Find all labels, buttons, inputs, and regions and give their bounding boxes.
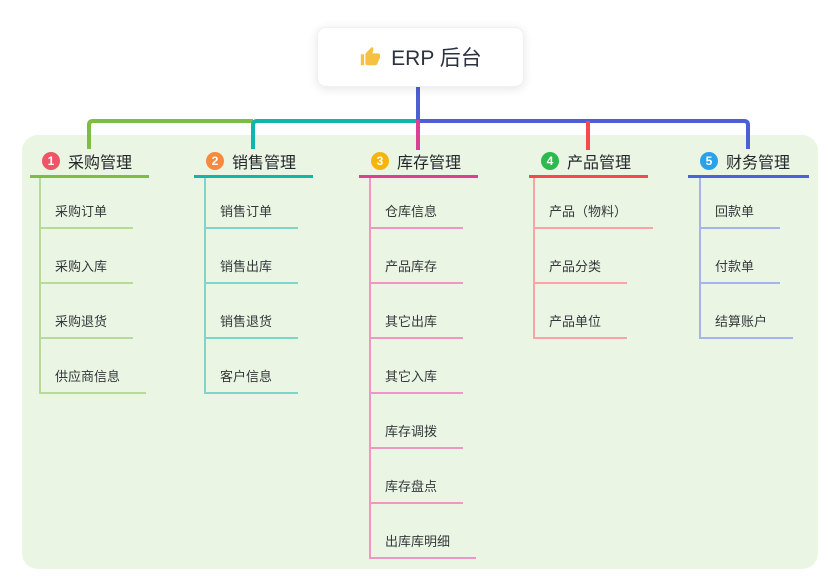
child-node[interactable]: 产品库存 [370, 258, 464, 284]
branch-label: 采购管理 [68, 154, 133, 172]
child-node[interactable]: 结算账户 [700, 313, 794, 339]
child-node[interactable]: 回款单 [700, 203, 781, 229]
child-node[interactable]: 产品（物料） [534, 203, 654, 229]
child-node[interactable]: 采购入库 [40, 258, 134, 284]
child-node[interactable]: 销售退货 [205, 313, 299, 339]
branch-head-2[interactable]: 2 销售管理 [194, 146, 313, 178]
child-node[interactable]: 采购订单 [40, 203, 134, 229]
root-node[interactable]: ERP 后台 [317, 27, 524, 87]
branch-head-1[interactable]: 1 采购管理 [30, 146, 149, 178]
child-node[interactable]: 其它入库 [370, 368, 464, 394]
branches-panel [22, 135, 818, 569]
branch-head-4[interactable]: 4 产品管理 [529, 146, 648, 178]
child-node[interactable]: 供应商信息 [40, 368, 147, 394]
child-node[interactable]: 付款单 [700, 258, 781, 284]
branch-children-connector [369, 177, 371, 559]
branch-children-connector [699, 177, 701, 339]
child-node[interactable]: 其它出库 [370, 313, 464, 339]
child-node[interactable]: 库存盘点 [370, 478, 464, 504]
child-node[interactable]: 销售订单 [205, 203, 299, 229]
branch-label: 财务管理 [726, 154, 791, 172]
child-node[interactable]: 产品单位 [534, 313, 628, 339]
branch-label: 销售管理 [232, 154, 297, 172]
branch-children-connector [204, 177, 206, 394]
branch-number-badge: 4 [541, 151, 559, 170]
branch-number-badge: 2 [206, 151, 224, 170]
child-node[interactable]: 产品分类 [534, 258, 628, 284]
child-node[interactable]: 出库库明细 [370, 533, 477, 559]
thumbs-up-icon [359, 46, 381, 68]
branch-number-badge: 3 [371, 151, 389, 170]
branch-label: 库存管理 [397, 154, 462, 172]
child-node[interactable]: 采购退货 [40, 313, 134, 339]
branch-number-badge: 1 [42, 151, 60, 170]
branch-head-3[interactable]: 3 库存管理 [359, 146, 478, 178]
branch-head-5[interactable]: 5 财务管理 [688, 146, 809, 178]
branch-number-badge: 5 [700, 151, 718, 170]
child-node[interactable]: 库存调拨 [370, 423, 464, 449]
child-node[interactable]: 仓库信息 [370, 203, 464, 229]
branch-children-connector [39, 177, 41, 394]
root-title: ERP 后台 [391, 47, 482, 70]
branch-children-connector [533, 177, 535, 339]
child-node[interactable]: 客户信息 [205, 368, 299, 394]
child-node[interactable]: 销售出库 [205, 258, 299, 284]
branch-label: 产品管理 [567, 154, 632, 172]
